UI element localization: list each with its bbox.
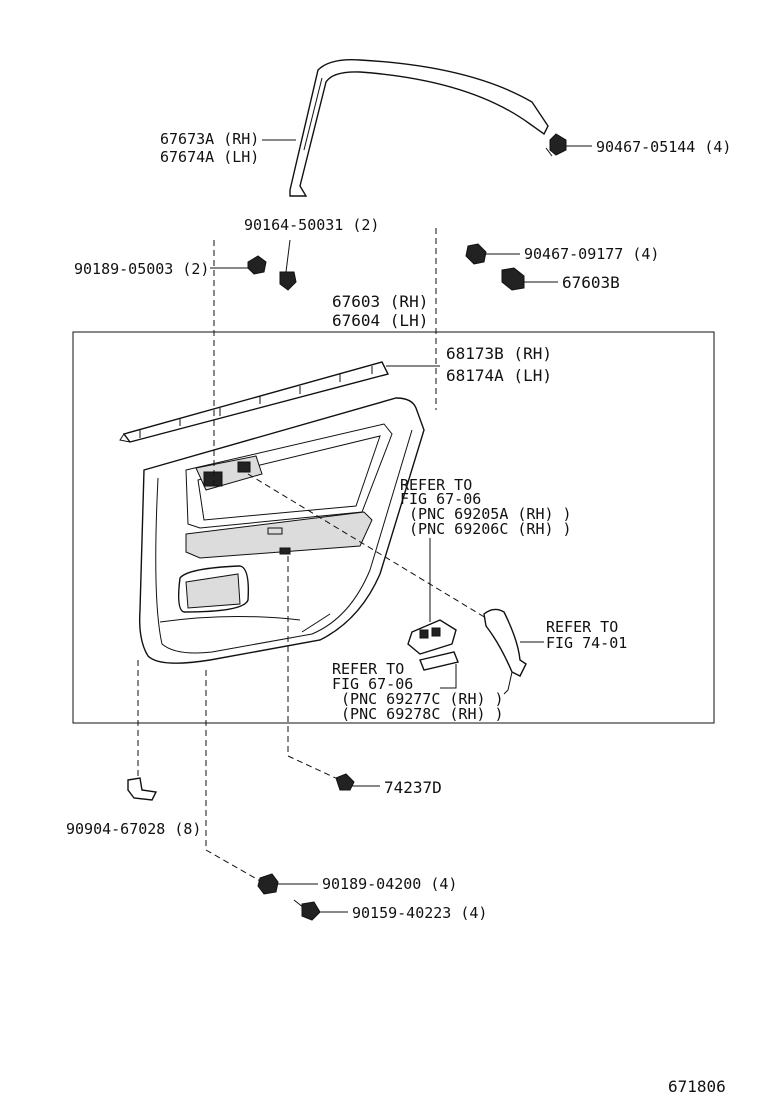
figure-number: 671806 [668, 1077, 726, 1096]
label-90467-09177: 90467-09177 (4) [524, 245, 659, 263]
switch-cover-icon [419, 651, 459, 671]
clip-90467-09177-icon [465, 243, 487, 265]
label-90904-67028: 90904-67028 (8) [66, 820, 201, 838]
refer1-line3: (PNC 69205A (RH) ) [400, 505, 572, 523]
refer2-line2: FIG 74-01 [546, 634, 627, 652]
refer-note-67-06-b: REFER TO FIG 67-06 (PNC 69277C (RH) ) (P… [332, 660, 504, 723]
bracket-90904-67028-icon [127, 777, 158, 801]
label-68173b: 68173B (RH) [446, 344, 552, 363]
clip-90467-05144-icon [545, 133, 567, 157]
label-90467-05144: 90467-05144 (4) [596, 138, 731, 156]
clip-74237d-icon [335, 773, 355, 791]
refer3-line3: (PNC 69277C (RH) ) [332, 690, 504, 708]
refer-note-67-06-a: REFER TO FIG 67-06 (PNC 69205A (RH) ) (P… [400, 476, 572, 538]
screw-90159-40223-icon [293, 899, 321, 921]
label-67673a: 67673A (RH) [160, 130, 259, 148]
label-67603: 67603 (RH) [332, 292, 428, 311]
dashed-leaders [137, 228, 487, 883]
label-67603b: 67603B [562, 273, 620, 292]
weatherstrip-68173b [119, 361, 390, 443]
label-90159-40223: 90159-40223 (4) [352, 904, 487, 922]
clip-90189-05003-icon [247, 255, 267, 275]
refer1-line1: REFER TO [400, 476, 472, 494]
refer3-line1: REFER TO [332, 660, 404, 678]
leader-refer3 [440, 664, 457, 689]
refer3-line4: (PNC 69278C (RH) ) [332, 705, 504, 723]
refer1-line4: (PNC 69206C (RH) ) [400, 520, 572, 538]
assembly-frame [72, 331, 715, 724]
inside-handle-icon [483, 608, 527, 695]
switch-bezel-icon [407, 619, 457, 655]
refer-note-74-01: REFER TO FIG 74-01 [546, 618, 627, 652]
label-74237d: 74237D [384, 778, 442, 797]
label-68174a: 68174A (LH) [446, 366, 552, 385]
label-90164-50031: 90164-50031 (2) [244, 216, 379, 234]
refer1-line2: FIG 67-06 [400, 490, 481, 508]
label-90189-05003: 90189-05003 (2) [74, 260, 209, 278]
clip-67603b-icon [501, 267, 525, 291]
door-trim-board [138, 397, 425, 664]
clip-90189-04200-icon [257, 873, 279, 895]
label-90189-04200: 90189-04200 (4) [322, 875, 457, 893]
refer2-line1: REFER TO [546, 618, 618, 636]
refer3-line2: FIG 67-06 [332, 675, 413, 693]
label-67674a: 67674A (LH) [160, 148, 259, 166]
window-frame-moulding [289, 59, 549, 197]
screw-90164-50031-icon [279, 239, 297, 291]
label-67604: 67604 (LH) [332, 311, 428, 330]
